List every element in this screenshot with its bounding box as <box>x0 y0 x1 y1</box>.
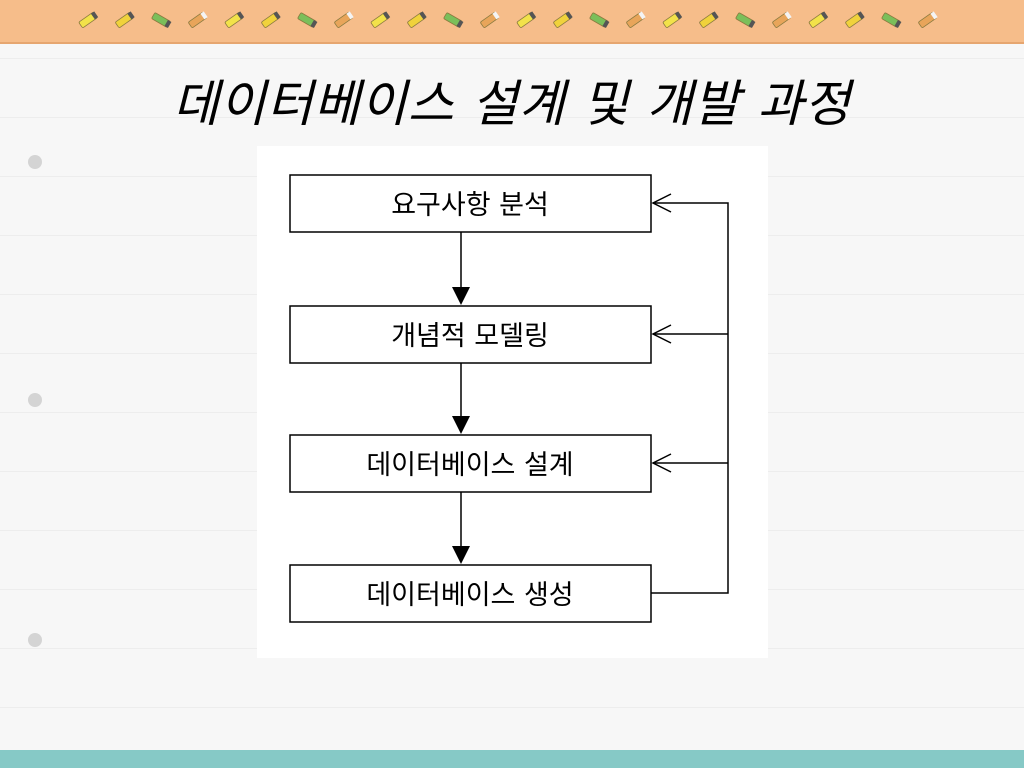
pencil-icon <box>370 11 391 28</box>
node-requirements-analysis: 요구사항 분석 <box>289 174 652 233</box>
pencil-icon <box>553 11 573 28</box>
pencil-icon <box>224 11 245 28</box>
node-label: 요구사항 분석 <box>391 190 549 221</box>
slide-title: 데이터베이스 설계 및 개발 과정 <box>172 75 852 133</box>
pencil-icon <box>151 12 172 29</box>
flowchart-svg: 요구사항 분석 개념적 모델링 데이터베이스 설계 데이터베이스 생성 <box>289 174 729 623</box>
pencil-icon <box>772 11 792 28</box>
pencil-icon <box>662 11 683 28</box>
node-conceptual-modeling: 개념적 모델링 <box>289 305 652 364</box>
pencil-icon <box>78 11 99 28</box>
header-band <box>0 0 1024 44</box>
flowchart-diagram: 요구사항 분석 개념적 모델링 데이터베이스 설계 데이터베이스 생성 <box>257 146 768 658</box>
bullet-2 <box>28 393 42 407</box>
pencil-icon <box>808 11 829 28</box>
pencil-icon <box>480 11 500 28</box>
node-label: 데이터베이스 설계 <box>366 450 573 481</box>
pencil-icon <box>516 11 537 28</box>
pencil-icon <box>115 11 135 28</box>
pencil-icon <box>188 11 208 28</box>
bullet-1 <box>28 155 42 169</box>
node-database-creation: 데이터베이스 생성 <box>289 564 652 623</box>
pencil-icon <box>845 11 865 28</box>
pencil-icon <box>407 11 427 28</box>
bullet-3 <box>28 633 42 647</box>
pencil-icon <box>918 11 938 28</box>
feedback-loop <box>651 193 729 594</box>
pencil-icon <box>589 12 610 29</box>
pencil-pattern-icons <box>78 11 938 29</box>
edge-n1-n2 <box>452 232 470 305</box>
node-label: 데이터베이스 생성 <box>366 580 573 611</box>
edge-n3-n4 <box>452 492 470 564</box>
pencil-icon <box>261 11 281 28</box>
edge-n2-n3 <box>452 363 470 434</box>
pencil-icon <box>334 11 354 28</box>
pencil-icon <box>626 11 646 28</box>
pencil-icon <box>443 12 464 29</box>
footer-band <box>0 750 1024 768</box>
pencil-icon <box>881 12 902 29</box>
pencil-icon <box>735 12 756 29</box>
node-database-design: 데이터베이스 설계 <box>289 434 652 493</box>
pencil-icon <box>699 11 719 28</box>
pencil-icon <box>297 12 318 29</box>
node-label: 개념적 모델링 <box>391 321 549 352</box>
